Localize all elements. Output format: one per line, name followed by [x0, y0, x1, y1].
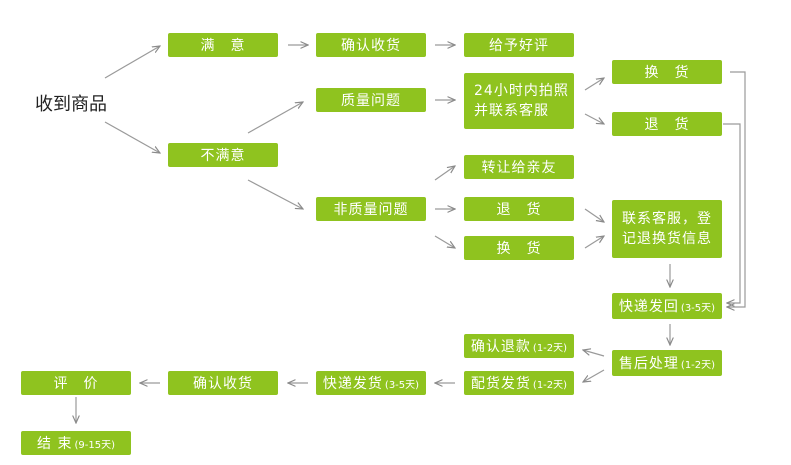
satisfied-node: 满 意 — [168, 33, 278, 57]
arrow-photo-return — [584, 113, 604, 124]
contact-register-line1: 联系客服，登 — [622, 211, 712, 227]
end-node: 结 束(9-15天) — [21, 431, 131, 455]
arrow-return1-express — [723, 123, 741, 303]
express-return-node: 快递发回(3-5天) — [612, 293, 722, 319]
after-sales-label: 售后处理 — [618, 356, 679, 372]
quality-issue-node: 质量问题 — [316, 88, 426, 112]
ship-goods-duration: (1-2天) — [532, 379, 568, 391]
arrow-exchange1-express — [727, 71, 746, 307]
contact-register-node: 联系客服，登 记退换货信息 — [612, 200, 722, 258]
arrow-exchange-contact — [584, 236, 604, 249]
arrow-root-satisfied — [104, 46, 160, 79]
confirm-refund-label: 确认退款 — [470, 339, 531, 355]
end-label: 结 束 — [37, 436, 73, 452]
non-quality-issue-label: 非质量问题 — [333, 202, 409, 218]
not-satisfied-label: 不满意 — [200, 148, 246, 164]
photo-contact-line1: 24小时内拍照 — [474, 83, 569, 99]
arrow-nonquality-transfer — [434, 166, 455, 181]
not-satisfied-node: 不满意 — [168, 143, 278, 167]
arrow-return-contact — [584, 208, 604, 222]
express-ship-duration: (3-5天) — [384, 379, 420, 391]
satisfied-label: 满 意 — [200, 38, 246, 54]
express-ship-label: 快递发货 — [322, 376, 383, 392]
non-quality-issue-node: 非质量问题 — [316, 197, 426, 221]
return-label-1: 退 货 — [644, 117, 690, 133]
transfer-friends-node: 转让给亲友 — [464, 155, 574, 179]
return-label-2: 退 货 — [496, 202, 542, 218]
after-sales-duration: (1-2天) — [680, 359, 716, 371]
received-goods-label: 收到商品 — [35, 94, 107, 115]
arrow-notsat-quality — [247, 102, 303, 134]
exchange-label-1: 换 货 — [644, 65, 690, 81]
confirm-receipt-node: 确认收货 — [316, 33, 426, 57]
return-node-1: 退 货 — [612, 112, 722, 136]
ship-goods-label: 配货发货 — [470, 376, 531, 392]
arrow-nonquality-exchange — [434, 235, 455, 248]
end-duration: (9-15天) — [74, 439, 115, 451]
confirm-receipt-node-2: 确认收货 — [168, 371, 278, 395]
express-ship-node: 快递发货(3-5天) — [316, 371, 426, 395]
arrow-aftersales-refund — [583, 350, 605, 357]
confirm-receipt-label-2: 确认收货 — [193, 376, 253, 392]
arrow-notsat-nonquality — [247, 179, 303, 209]
photo-contact-node: 24小时内拍照 并联系客服 — [464, 73, 574, 129]
confirm-refund-duration: (1-2天) — [532, 342, 568, 354]
express-return-duration: (3-5天) — [680, 302, 716, 314]
photo-contact-line2: 并联系客服 — [474, 103, 549, 119]
exchange-node-1: 换 货 — [612, 60, 722, 84]
review-label: 评 价 — [53, 376, 99, 392]
express-return-label: 快递发回 — [618, 299, 679, 315]
transfer-friends-label: 转让给亲友 — [481, 160, 557, 176]
ship-goods-node: 配货发货(1-2天) — [464, 371, 574, 395]
quality-issue-label: 质量问题 — [341, 93, 401, 109]
arrow-root-not-satisfied — [104, 121, 160, 153]
contact-register-line2: 记退换货信息 — [622, 231, 712, 247]
give-review-label: 给予好评 — [489, 38, 549, 54]
exchange-node-2: 换 货 — [464, 236, 574, 260]
confirm-receipt-label: 确认收货 — [341, 38, 401, 54]
review-node: 评 价 — [21, 371, 131, 395]
arrow-aftersales-ship — [583, 369, 605, 382]
confirm-refund-node: 确认退款(1-2天) — [464, 334, 574, 358]
after-sales-node: 售后处理(1-2天) — [612, 350, 722, 376]
return-node-2: 退 货 — [464, 197, 574, 221]
arrow-photo-exchange — [584, 78, 604, 91]
give-review-node: 给予好评 — [464, 33, 574, 57]
exchange-label-2: 换 货 — [496, 241, 542, 257]
